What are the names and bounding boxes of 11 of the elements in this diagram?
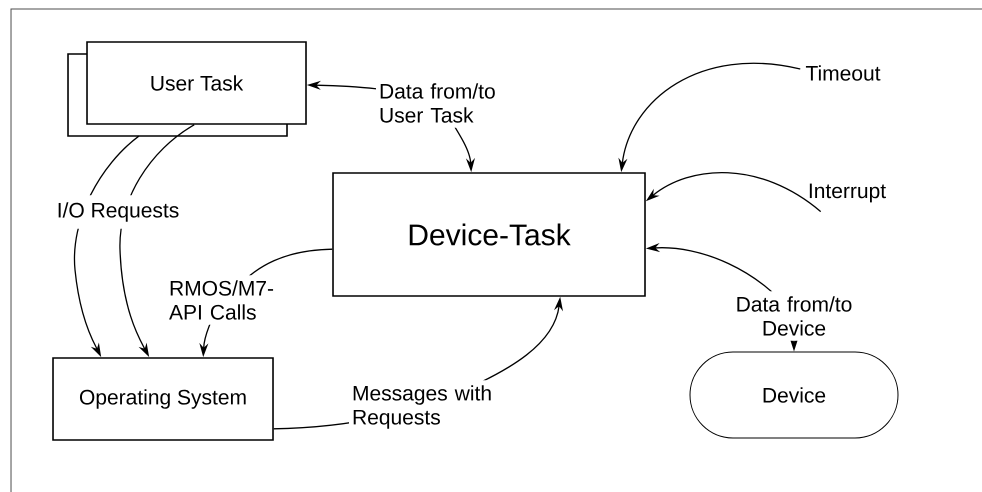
edge-label: Data from/to User Task — [376, 78, 514, 128]
process-box: Operating System — [52, 357, 274, 441]
edge-label: Data from/to Device — [725, 291, 863, 341]
stacked-task-box: User Task — [67, 41, 307, 137]
edge-label: I/O Requests — [54, 195, 182, 229]
edge-label: RMOS/M7-API Calls — [166, 275, 290, 325]
device-terminal: Device — [690, 352, 898, 438]
event-label: Timeout — [806, 65, 880, 81]
edge-label: Messages with Requests — [349, 380, 507, 434]
process-box: Device-Task — [332, 172, 646, 297]
event-label: Interrupt — [810, 184, 886, 202]
